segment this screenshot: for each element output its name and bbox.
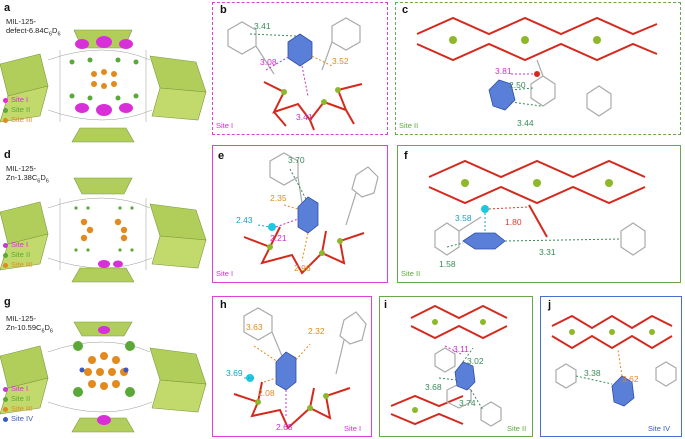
legend-dot-site4 xyxy=(3,416,8,422)
legend-dot-site1 xyxy=(3,242,8,248)
distance-label-e-4: 2.21 xyxy=(270,233,287,243)
panel-letter-h: h xyxy=(220,299,227,311)
legend-item-site1: Site I xyxy=(3,240,32,250)
distance-label-f-2: 1.80 xyxy=(505,217,522,227)
distance-label-j-1: 3.38 xyxy=(584,368,601,378)
panel-letter-i: i xyxy=(384,299,388,311)
distance-label-b-2: 3.08 xyxy=(260,57,277,67)
panel-letter-c: c xyxy=(402,4,409,16)
legend-item-site3: Site III xyxy=(3,260,32,270)
site-label-h: Site I xyxy=(344,424,362,433)
distance-label-e-1: 3.70 xyxy=(288,155,305,165)
structure-title-d: MIL-125- Zn-1.38C6D6 xyxy=(6,164,49,185)
site-label-b: Site I xyxy=(216,121,234,130)
panel-letter-f: f xyxy=(404,150,408,162)
legend-dot-site1 xyxy=(3,386,8,392)
distance-label-f-4: 3.31 xyxy=(539,247,556,257)
distance-label-c-1: 3.81 xyxy=(495,66,512,76)
distance-label-h-1: 3.63 xyxy=(246,322,263,332)
distance-label-b-1: 3.41 xyxy=(254,21,271,31)
panel-letter-a: a xyxy=(4,2,11,14)
legend-item-site2: Site II xyxy=(3,105,32,115)
panel-letter-e: e xyxy=(218,150,225,162)
distance-label-c-2: 2.50 xyxy=(509,80,526,90)
legend-dot-site3 xyxy=(3,262,8,268)
distance-label-e-5: 2.96 xyxy=(294,263,311,273)
legend-dot-site1 xyxy=(3,97,8,103)
panel-i-frame xyxy=(379,296,533,437)
mof-structure-d xyxy=(0,177,207,283)
distance-label-e-3: 2.43 xyxy=(236,215,253,225)
distance-label-i-2: 3.02 xyxy=(467,356,484,366)
molecule-i: 3.11 3.02 3.68 3.74 xyxy=(390,304,508,427)
molecule-h: 3.63 2.32 3.69 2.08 2.65 xyxy=(226,307,367,432)
distance-label-h-5: 2.65 xyxy=(276,422,293,432)
distance-label-i-1: 3.11 xyxy=(453,344,469,354)
legend-dot-site2 xyxy=(3,252,8,258)
panel-e-frame xyxy=(212,145,388,283)
distance-label-i-4: 3.74 xyxy=(459,398,476,408)
site-label-i: Site II xyxy=(507,424,527,433)
molecule-e: 3.70 2.35 2.43 2.21 2.96 xyxy=(236,152,379,275)
legend-item-site1: Site I xyxy=(3,95,32,105)
legend-item-site4: Site IV xyxy=(3,414,33,424)
distance-label-c-3: 3.44 xyxy=(517,118,534,128)
molecule-b: 3.41 3.08 3.52 3.41 xyxy=(227,17,363,131)
legend-dot-site3 xyxy=(3,117,8,123)
legend-a: Site I Site II Site III xyxy=(3,95,32,125)
distance-label-f-1: 3.58 xyxy=(455,213,472,223)
panel-h-frame xyxy=(212,296,372,437)
panel-letter-b: b xyxy=(220,4,227,16)
site-label-e: Site I xyxy=(216,269,234,278)
legend-dot-site2 xyxy=(3,107,8,113)
distance-label-b-4: 3.41 xyxy=(296,112,313,122)
panel-b-frame xyxy=(212,2,388,135)
panel-c-frame xyxy=(395,2,681,135)
panel-j-frame xyxy=(540,296,682,437)
site-label-c: Site II xyxy=(399,121,419,130)
structure-title-g: MIL-125- Zn-10.59C6D6 xyxy=(6,314,53,335)
site-label-f: Site II xyxy=(401,269,421,278)
legend-item-site3: Site III xyxy=(3,115,32,125)
legend-item-site2: Site II xyxy=(3,250,32,260)
legend-item-site2: Site II xyxy=(3,394,33,404)
distance-label-i-3: 3.68 xyxy=(425,382,442,392)
distance-label-h-3: 3.69 xyxy=(226,368,243,378)
legend-g: Site I Site II Site III Site IV xyxy=(3,384,33,424)
distance-label-j-2: 3.62 xyxy=(622,374,639,384)
legend-item-site3: Site III xyxy=(3,404,33,414)
panel-letter-d: d xyxy=(4,149,11,161)
panel-f-frame xyxy=(397,145,681,283)
distance-label-e-2: 2.35 xyxy=(270,193,287,203)
molecule-j: 3.38 3.62 xyxy=(551,314,677,407)
structure-title-a: MIL-125- defect-6.84C6D6 xyxy=(6,17,61,38)
legend-item-site1: Site I xyxy=(3,384,33,394)
distance-label-b-3: 3.52 xyxy=(332,56,349,66)
molecule-c: 3.81 2.50 3.44 xyxy=(416,16,658,128)
panel-letter-j: j xyxy=(548,299,552,311)
site-label-j: Site IV xyxy=(648,424,671,433)
legend-dot-site2 xyxy=(3,396,8,402)
distance-label-h-2: 2.32 xyxy=(308,326,325,336)
mof-structure-g xyxy=(0,321,207,433)
legend-d: Site I Site II Site III xyxy=(3,240,32,270)
panel-letter-g: g xyxy=(4,296,11,308)
legend-dot-site3 xyxy=(3,406,8,412)
distance-label-h-4: 2.08 xyxy=(258,388,275,398)
mof-structure-a xyxy=(0,29,207,143)
molecule-f: 3.58 1.80 1.58 3.31 xyxy=(428,159,646,269)
distance-label-f-3: 1.58 xyxy=(439,259,456,269)
